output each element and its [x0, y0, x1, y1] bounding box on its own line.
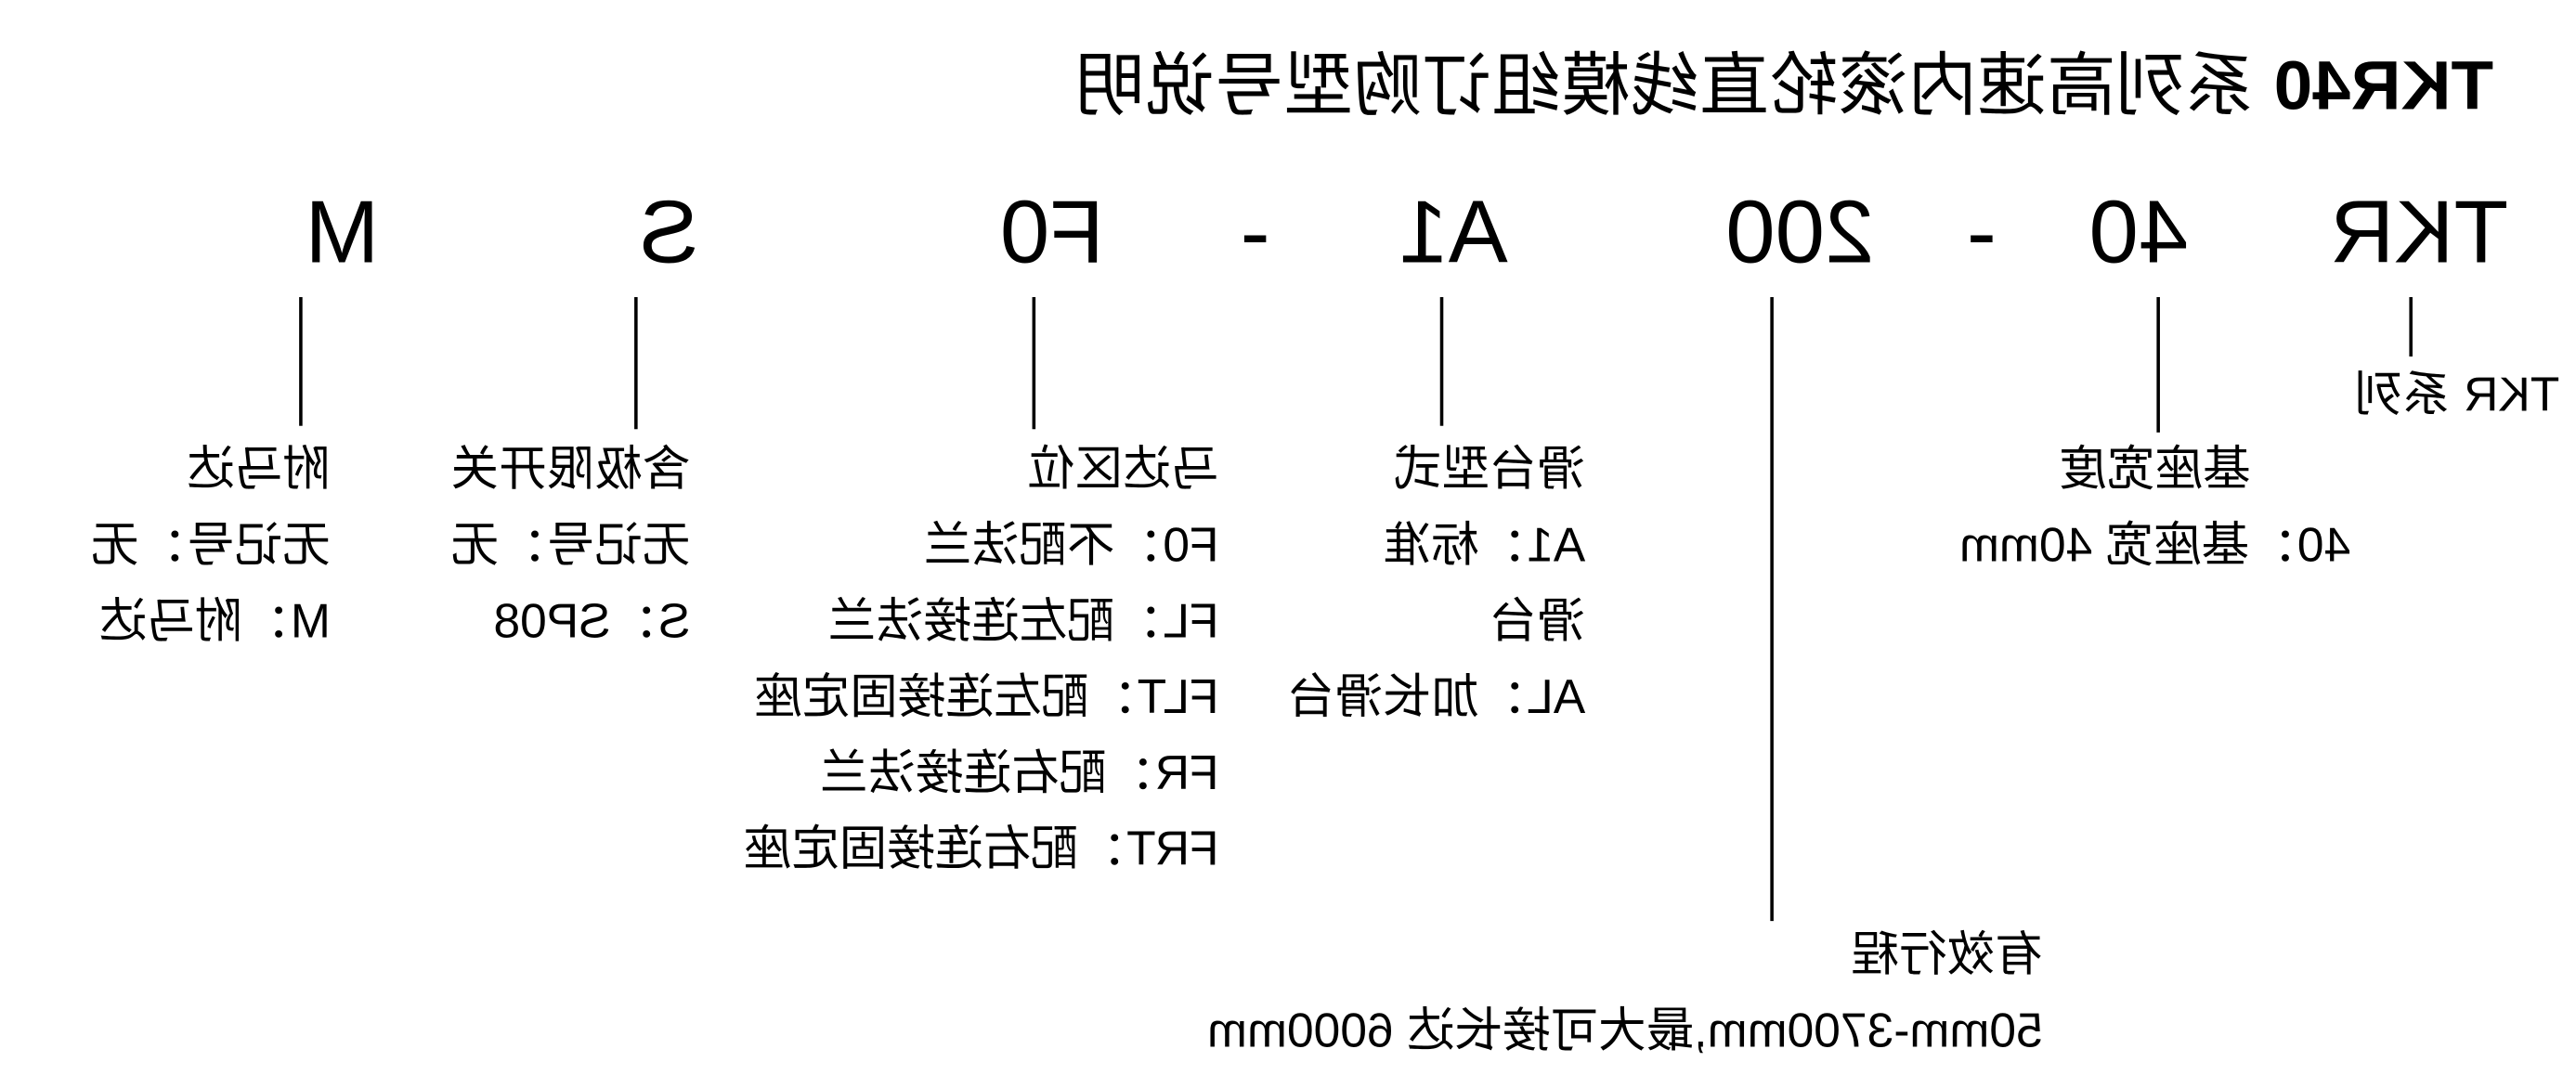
code-slide: A1 — [1399, 183, 1508, 283]
motor-position-option: F0：不配法兰 — [923, 520, 1219, 573]
motor-position-option: FRT：配右连接固定座 — [743, 823, 1219, 877]
series-block: TKR 系列 — [2355, 358, 2560, 434]
stroke-option: 50mm-3700mm,最大可接长达 6000mm — [1207, 1004, 2043, 1058]
leader-line — [2409, 297, 2413, 357]
stroke-block: 有效行程 50mm-3700mm,最大可接长达 6000mm — [1207, 918, 2043, 1070]
base-width-heading: 基座宽度 — [2059, 444, 2251, 498]
code-motor-position: F0 — [999, 183, 1104, 283]
motor-position-option: FL：配左连接法兰 — [827, 595, 1219, 649]
code-limit-switch: S — [639, 183, 699, 283]
stroke-heading: 有效行程 — [1851, 929, 2043, 982]
code-motor: M — [305, 183, 380, 283]
leader-line — [299, 297, 303, 426]
leader-line — [2156, 297, 2160, 433]
code-series: TKR — [2330, 183, 2509, 283]
leader-line — [1439, 297, 1444, 426]
motor-option: M：附马达 — [98, 595, 331, 649]
code-dash: - — [1966, 183, 1997, 283]
leader-line — [1032, 297, 1036, 430]
leader-line — [1770, 297, 1774, 922]
code-stroke: 200 — [1725, 183, 1875, 283]
slide-type-block: 滑台型式 A1：标准滑台 AL：加长滑台 — [1287, 433, 1586, 736]
base-width-block: 基座宽度 40：基座宽 40mm — [1959, 433, 2350, 585]
limit-switch-heading: 含极限开关 — [450, 444, 691, 498]
leader-line — [634, 297, 638, 430]
limit-switch-option: S：SP08 — [493, 595, 691, 649]
motor-block: 附马达 无记号：无 M：附马达 — [91, 433, 331, 660]
motor-heading: 附马达 — [187, 444, 331, 498]
page-title: TKR40 系列高速内滚轮直线模组订购型号说明 — [1075, 30, 2493, 130]
motor-option: 无记号：无 — [91, 520, 331, 573]
slide-type-heading: 滑台型式 — [1393, 444, 1586, 498]
limit-switch-block: 含极限开关 无记号：无 S：SP08 — [451, 433, 691, 660]
slide-type-option: AL：加长滑台 — [1287, 671, 1586, 725]
series-label: TKR 系列 — [2354, 369, 2560, 423]
motor-position-option: FLT：配左连接固定座 — [754, 671, 1219, 725]
title-model: TKR40 — [2273, 45, 2494, 124]
motor-position-block: 马达区位 F0：不配法兰 FL：配左连接法兰 FLT：配左连接固定座 FR：配右… — [744, 433, 1219, 888]
base-width-option: 40：基座宽 40mm — [1959, 520, 2351, 573]
title-text: 系列高速内滚轮直线模组订购型号说明 — [1075, 45, 2255, 124]
code-dash: - — [1240, 183, 1270, 283]
slide-type-option: A1：标准滑台 — [1383, 520, 1586, 649]
motor-position-heading: 马达区位 — [1027, 444, 1219, 498]
code-width: 40 — [2088, 183, 2189, 283]
limit-switch-option: 无记号：无 — [450, 520, 691, 573]
motor-position-option: FR：配右连接法兰 — [819, 747, 1219, 801]
